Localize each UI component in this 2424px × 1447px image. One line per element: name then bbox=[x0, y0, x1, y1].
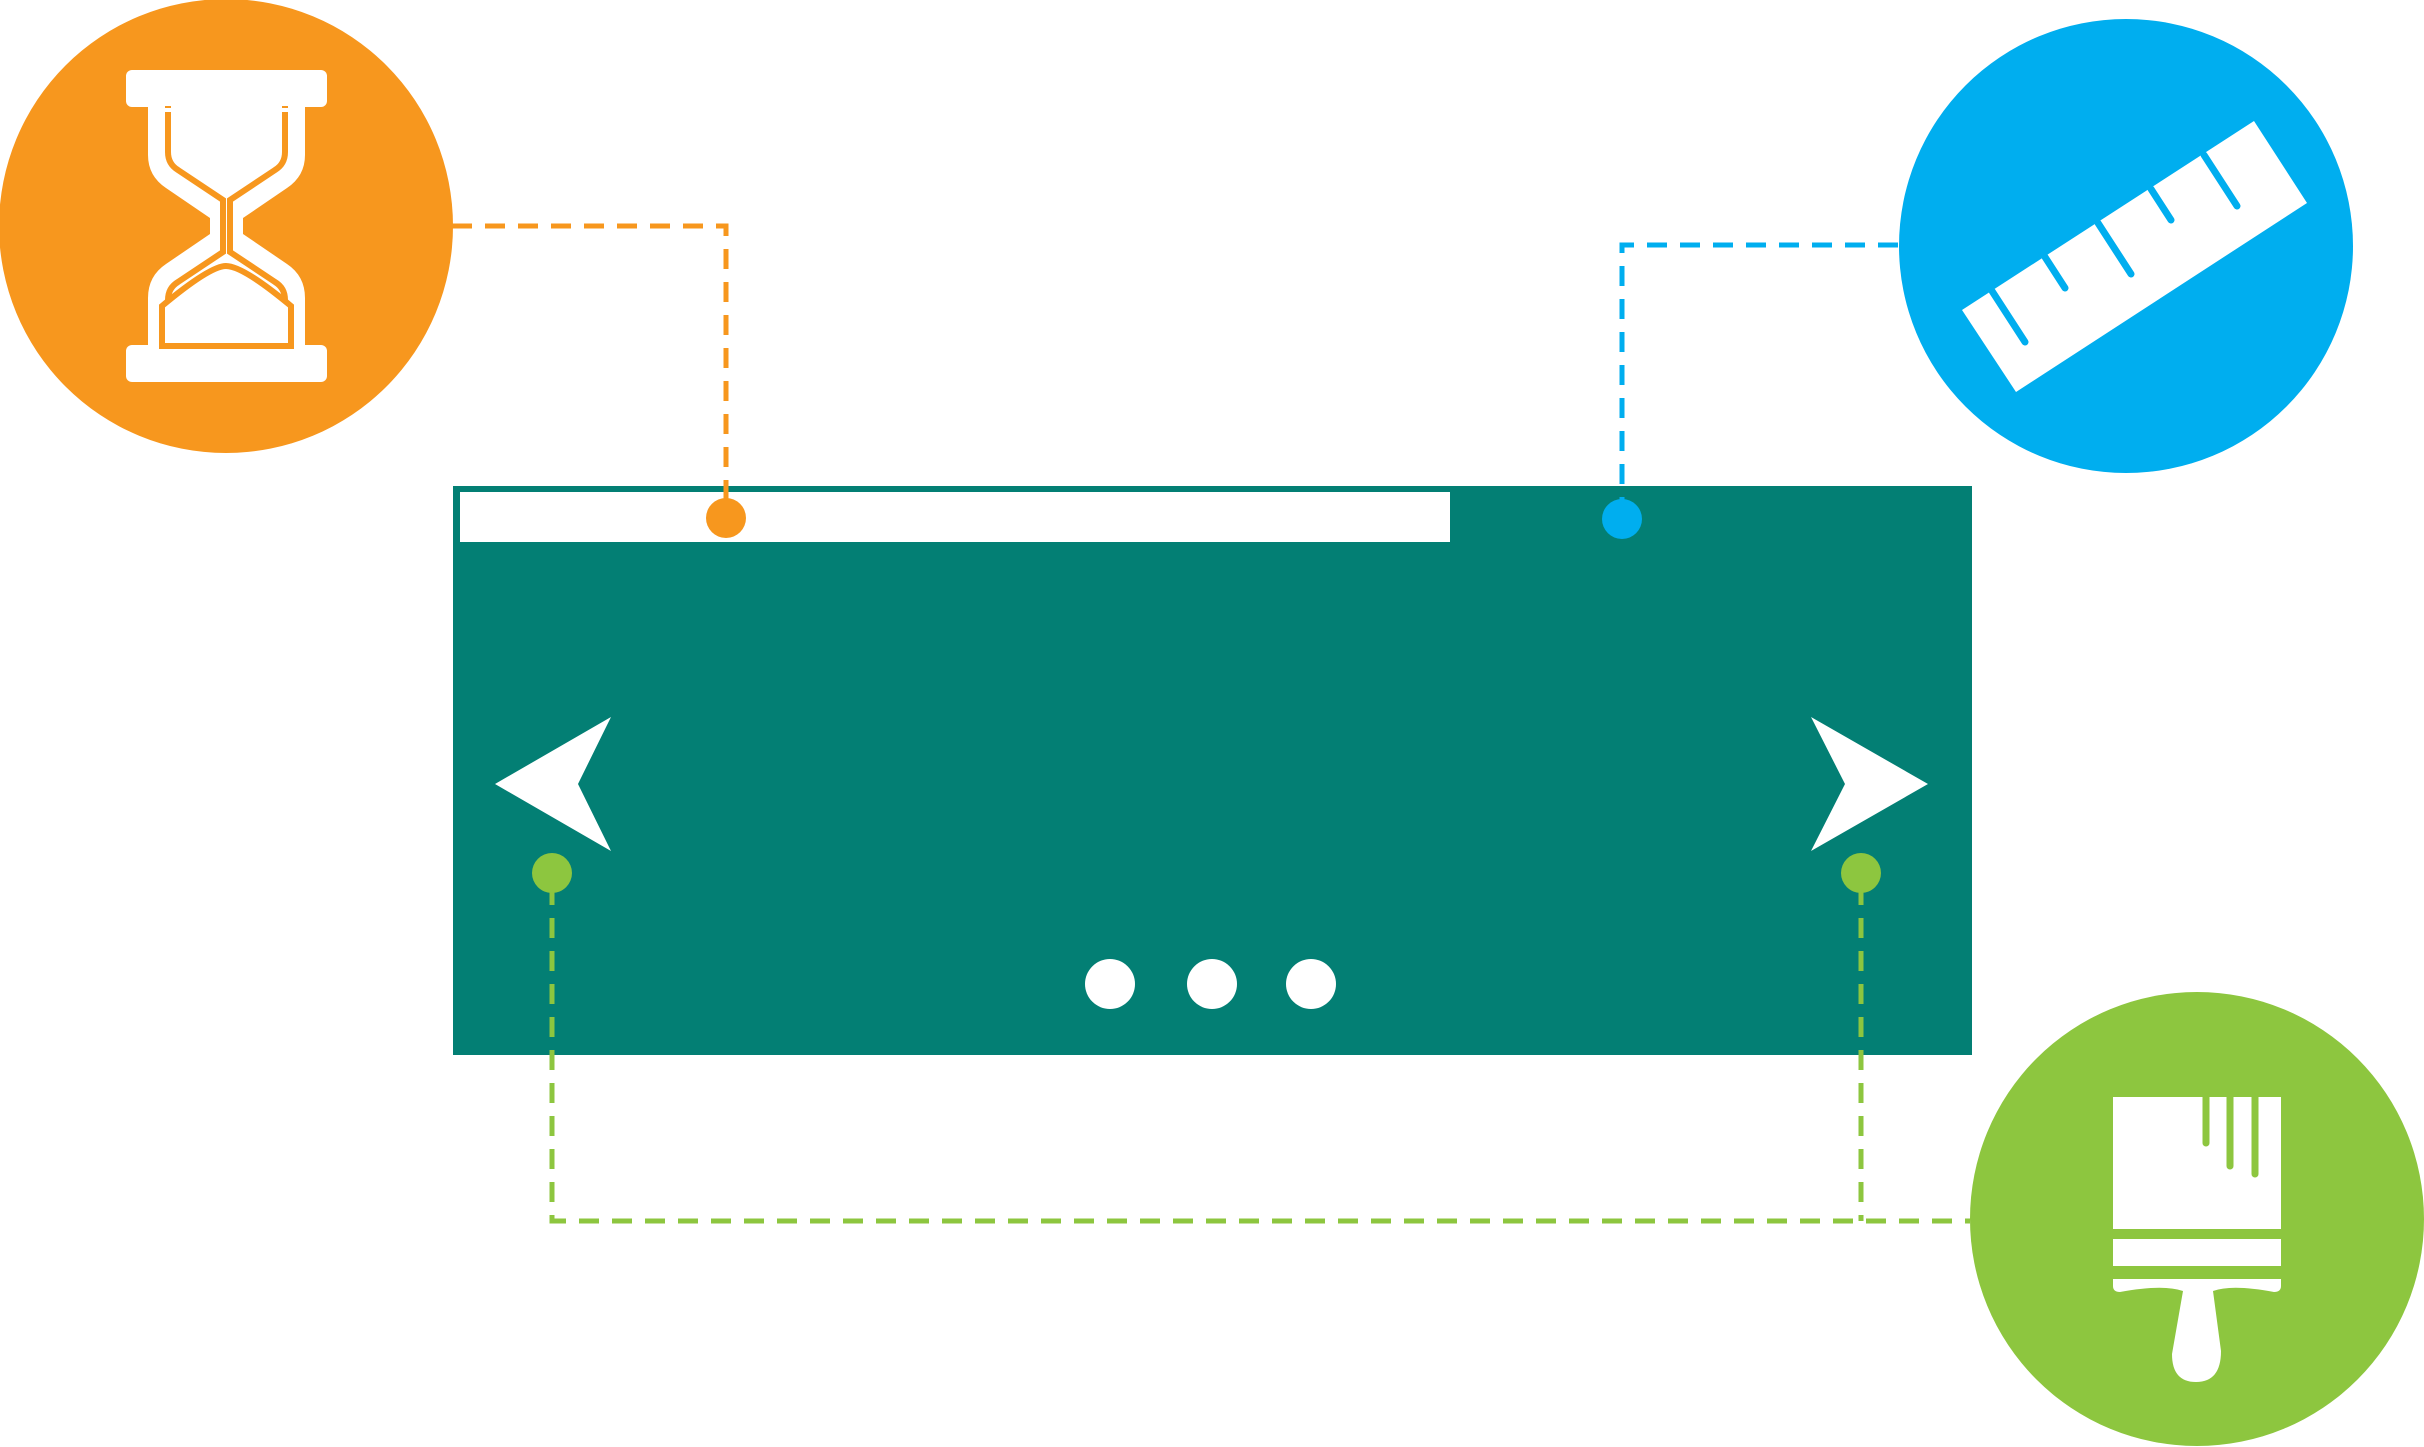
size-callout bbox=[1899, 19, 2353, 473]
orange-connector bbox=[452, 223, 729, 500]
caption-bar bbox=[460, 492, 1450, 542]
style-callout bbox=[1970, 992, 2424, 1446]
hourglass-icon bbox=[126, 70, 327, 382]
ruler-icon bbox=[1962, 121, 2307, 392]
pagination-dot[interactable] bbox=[1187, 959, 1237, 1009]
connector-lines bbox=[452, 223, 1970, 1224]
next-arrow[interactable] bbox=[1811, 717, 1928, 851]
pagination-dot[interactable] bbox=[1286, 959, 1336, 1009]
green-anchor-dot-left bbox=[532, 853, 572, 893]
anchor-dots bbox=[532, 498, 1881, 893]
blue-anchor-dot bbox=[1602, 499, 1642, 539]
previous-arrow[interactable] bbox=[495, 717, 611, 851]
paintbrush-icon bbox=[2113, 1093, 2281, 1382]
pagination-dots bbox=[1085, 959, 1336, 1009]
orange-anchor-dot bbox=[706, 498, 746, 538]
green-anchor-dot-right bbox=[1841, 853, 1881, 893]
pagination-dot[interactable] bbox=[1085, 959, 1135, 1009]
green-connector bbox=[549, 885, 1970, 1224]
blue-connector bbox=[1619, 242, 1898, 500]
slider-mockup bbox=[453, 486, 1972, 1055]
timing-callout bbox=[0, 0, 453, 453]
